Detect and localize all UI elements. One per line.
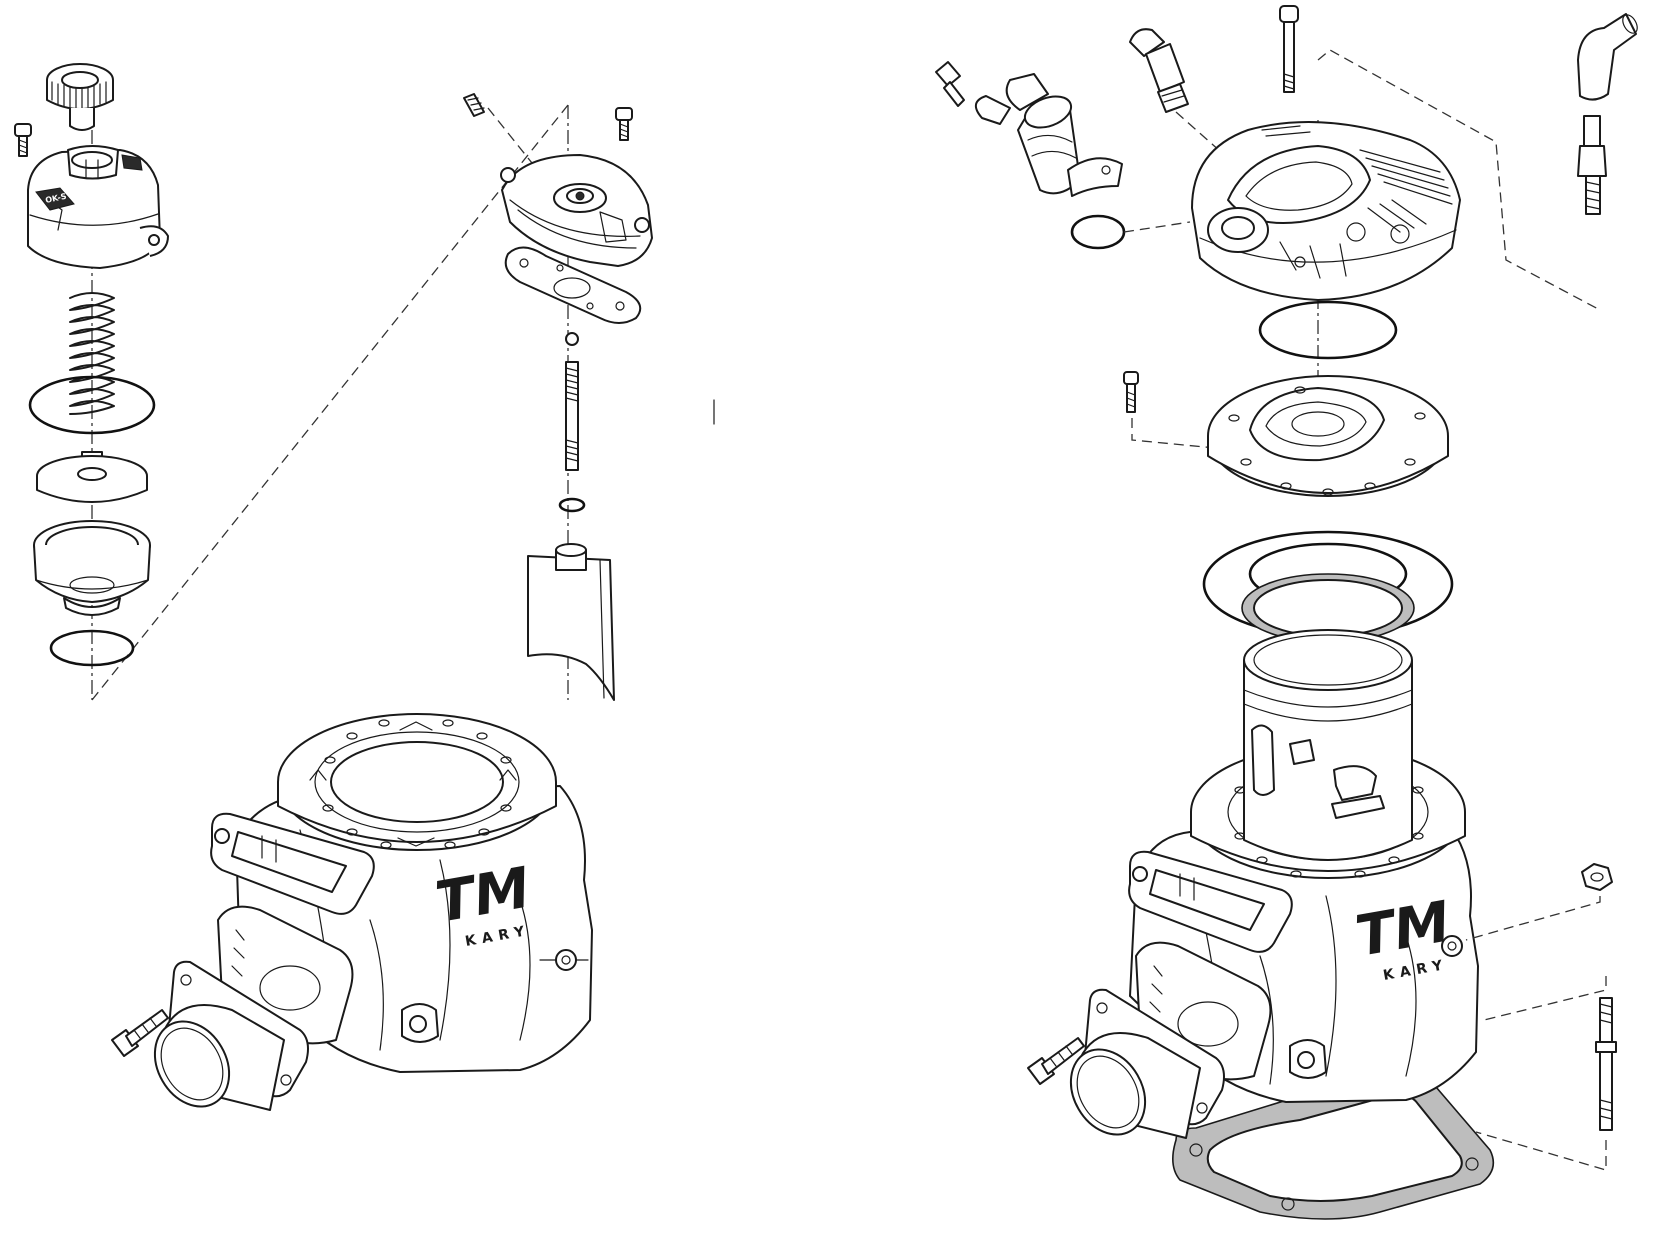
check-ball <box>565 332 579 346</box>
valve-cover-cap: OK-S <box>27 145 169 269</box>
head-bolt <box>1279 5 1299 93</box>
cylinder-nut <box>1465 863 1613 941</box>
combustion-dome-insert <box>1207 375 1449 497</box>
valve-piston-disc <box>36 451 148 503</box>
spark-plug <box>1577 115 1607 215</box>
cylinder-head-cover <box>1191 121 1461 301</box>
adjuster-knob <box>46 63 114 131</box>
fitting-o-ring <box>1070 214 1126 250</box>
valve-cap-tag-label: OK-S <box>45 192 68 205</box>
left-cylinder-logo: TM <box>431 855 535 935</box>
valve-blade-assembly <box>463 93 653 701</box>
o-ring-large <box>28 375 156 435</box>
cap-screw <box>14 123 32 157</box>
water-outlet-fitting <box>975 73 1123 197</box>
right-intake-pipe <box>1069 1032 1201 1139</box>
right-cylinder-logo: TM <box>1351 889 1455 969</box>
thermostat-bolt <box>935 61 965 107</box>
exhaust-valve-blade <box>527 543 615 701</box>
left-intake-pipe <box>153 1004 285 1111</box>
flange-gasket <box>504 246 642 324</box>
threaded-stem <box>565 361 579 471</box>
cylinder-stud <box>1475 976 1617 1171</box>
spark-plug-cap <box>1577 13 1638 101</box>
shaded-spacer-ring <box>1241 573 1415 643</box>
grub-screw <box>463 93 485 117</box>
right-cylinder: TM KARY <box>1027 629 1617 1220</box>
valve-flange <box>500 154 653 267</box>
valve-bell-housing <box>33 520 151 616</box>
temperature-sensor <box>1129 28 1231 161</box>
head-o-ring <box>1258 300 1398 360</box>
cylinder-liner <box>1243 629 1413 861</box>
right-intake-bolt <box>1027 1037 1085 1085</box>
base-gasket <box>1172 1071 1495 1220</box>
dome-bolt <box>1123 371 1237 451</box>
cylinder-head-stack <box>935 5 1638 643</box>
flange-screw <box>615 107 633 141</box>
valve-spring <box>69 292 115 415</box>
left-cylinder: TM KARY <box>111 713 593 1111</box>
valve-cap-tag: OK-S <box>35 187 75 211</box>
exhaust-valve-stack: OK-S <box>14 63 569 701</box>
left-intake-bolt <box>111 1009 169 1057</box>
o-ring-small <box>49 629 135 667</box>
stem-washer <box>558 497 586 513</box>
